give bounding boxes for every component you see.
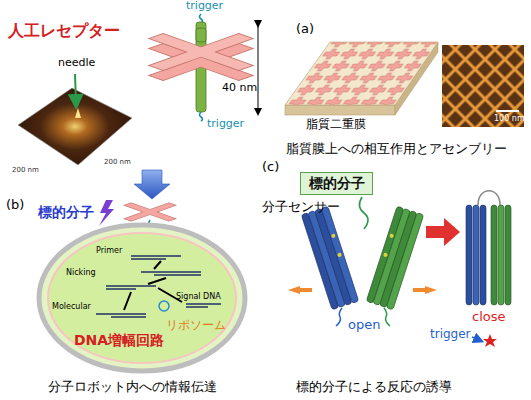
origami-closed [480,205,486,305]
axis-dimension: 200 nm [104,158,131,166]
scale-bar-label: 100 nm [494,114,525,123]
origami-open [389,233,394,238]
afm-image [75,108,81,118]
liposome-outline [39,225,245,371]
membrane-figure [285,42,438,115]
origami-open [386,213,424,310]
origami-open [288,197,437,326]
step-name: Molecular [52,302,91,311]
target-box: 標的分子 [300,172,373,195]
lightning-icon [99,200,114,226]
origami-open [300,288,312,292]
liposome-outline [159,301,169,311]
panel-caption: 標的分子による反応の誘導 [296,380,452,395]
panel-caption: 分子ロボット内への情報伝達 [48,380,217,395]
panel-letter: (c) [262,160,279,175]
origami-open [425,286,437,294]
receptor-figure [111,20,291,84]
afm-image [18,74,132,165]
origami-open [383,252,388,257]
part-name: needle [58,57,95,70]
strand-name: trigger [430,328,471,342]
afm-image [75,74,76,102]
receptor-figure [196,28,206,42]
part-name: 分子センサー [262,200,340,215]
origami-closed [498,205,504,305]
origami-open [288,286,300,294]
state-name: close [472,310,505,325]
origami-closed [483,334,497,347]
step-name: Signal DNA [176,292,221,301]
panel-letter: (b) [6,198,24,213]
origami-closed [505,205,511,305]
receptor-figure [200,112,203,121]
liposome-outline [48,233,236,363]
afm-grid-image [442,45,524,127]
axis-dimension: 200 nm [12,166,39,174]
liposome-outline [148,278,166,284]
liposome-outline [186,304,221,307]
afm-grid-image [496,110,519,112]
afm-grid-image [442,45,524,127]
origami-closed [473,205,479,305]
part-name: 脂質二重膜 [306,118,366,132]
step-name: Primer [96,246,122,255]
liposome-outline [96,314,146,317]
panel-caption: 脂質膜上への相互作用とアセンブリー [286,142,507,157]
right-arrow [426,218,460,246]
liposome-outline [131,256,181,259]
molecule-name: 標的分子 [38,204,94,220]
liposome-label: リポソーム [166,318,226,332]
origami-open [359,197,368,229]
origami-closed [478,191,500,205]
panel-letter: (a) [296,22,314,37]
origami-open [337,252,342,257]
origami-open [336,308,342,326]
origami-open [321,206,359,303]
origami-open [331,233,336,238]
liposome-outline [141,272,201,275]
membrane-figure [285,105,395,115]
strand-name: trigger [186,0,223,13]
liposome-outline [106,286,156,289]
origami-open [384,308,390,326]
origami-closed [491,205,497,305]
origami-open [301,206,359,310]
target-label: 標的分子 [309,175,364,192]
origami-closed [466,191,511,347]
dimension: 40 nm [222,82,257,95]
step-name: Nicking [66,268,96,277]
receptor-figure [111,20,291,84]
liposome-outline [124,292,131,310]
down-arrow [134,170,170,199]
receptor-figure [111,14,291,121]
circuit-title: DNA増幅回路 [74,332,164,349]
origami-closed [466,205,472,305]
figure-title: 人工レセプター [8,22,120,40]
origami-closed [472,337,479,340]
strand-name: trigger [207,118,244,131]
receptor-figure [258,24,259,112]
origami-open [366,206,424,310]
state-name: open [348,318,380,333]
membrane-figure [285,42,438,105]
liposome-outline [154,261,161,269]
origami-open [413,288,425,292]
